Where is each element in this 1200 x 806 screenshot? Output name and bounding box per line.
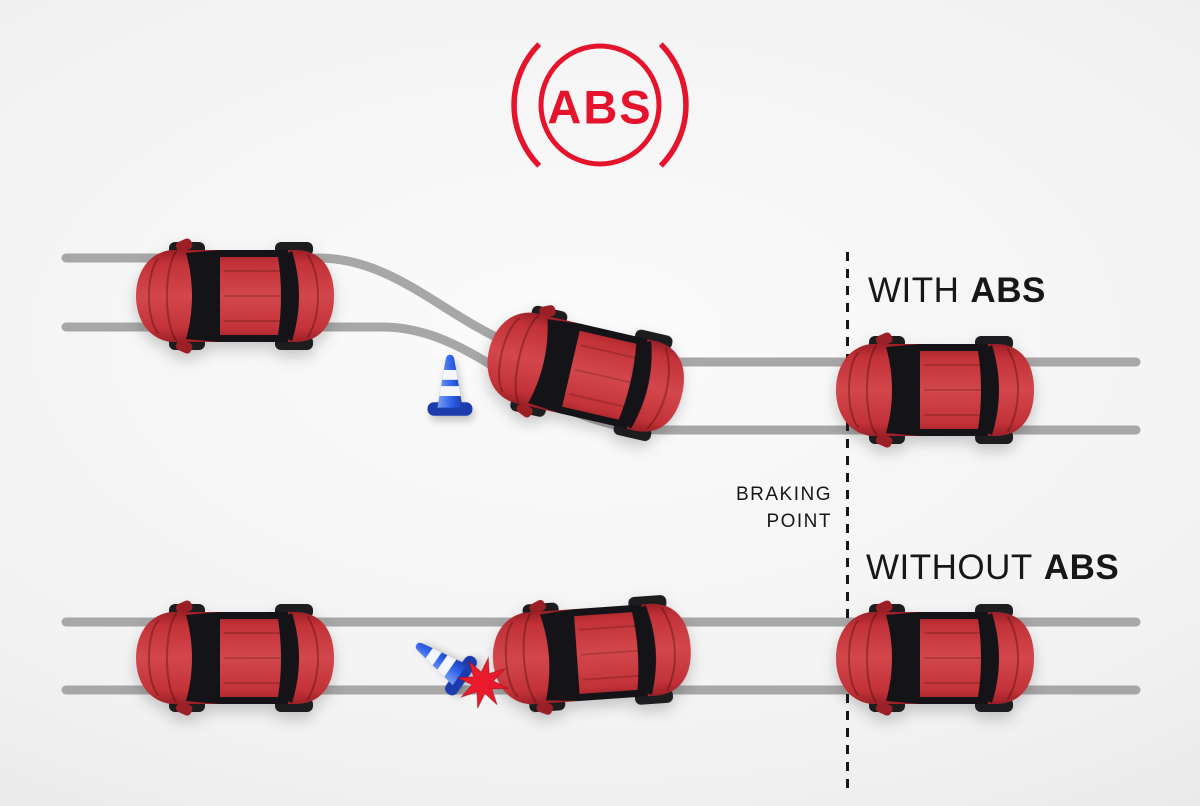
traffic-cone-upright (421, 352, 479, 422)
car-with-abs-braking (829, 332, 1041, 453)
car-without-abs-crashing (482, 589, 702, 724)
label-without-abs: WITHOUT ABS (866, 548, 1119, 588)
collision-burst (455, 655, 511, 716)
label-without-abs-prefix: WITHOUT (866, 548, 1033, 587)
abs-logo-left-arc (511, 42, 542, 168)
abs-logo-right-arc (658, 42, 689, 168)
car-without-abs-braking (829, 600, 1041, 721)
braking-point-dashed-line (846, 252, 849, 792)
label-braking-point-line1: BRAKING (735, 484, 832, 505)
label-with-abs-prefix: WITH (868, 271, 960, 310)
label-braking-point: BRAKING POINT (600, 482, 832, 535)
abs-logo-ring (538, 43, 662, 167)
label-without-abs-emphasis: ABS (1043, 548, 1120, 587)
label-braking-point-line2: POINT (766, 510, 832, 532)
label-with-abs-emphasis: ABS (970, 271, 1046, 310)
abs-logo-text: ABS (547, 81, 652, 134)
car-with-abs-stopped (129, 238, 341, 359)
label-with-abs: WITH ABS (868, 271, 1046, 311)
abs-logo: ABS (511, 42, 689, 168)
car-without-abs-after-crash (129, 600, 341, 721)
